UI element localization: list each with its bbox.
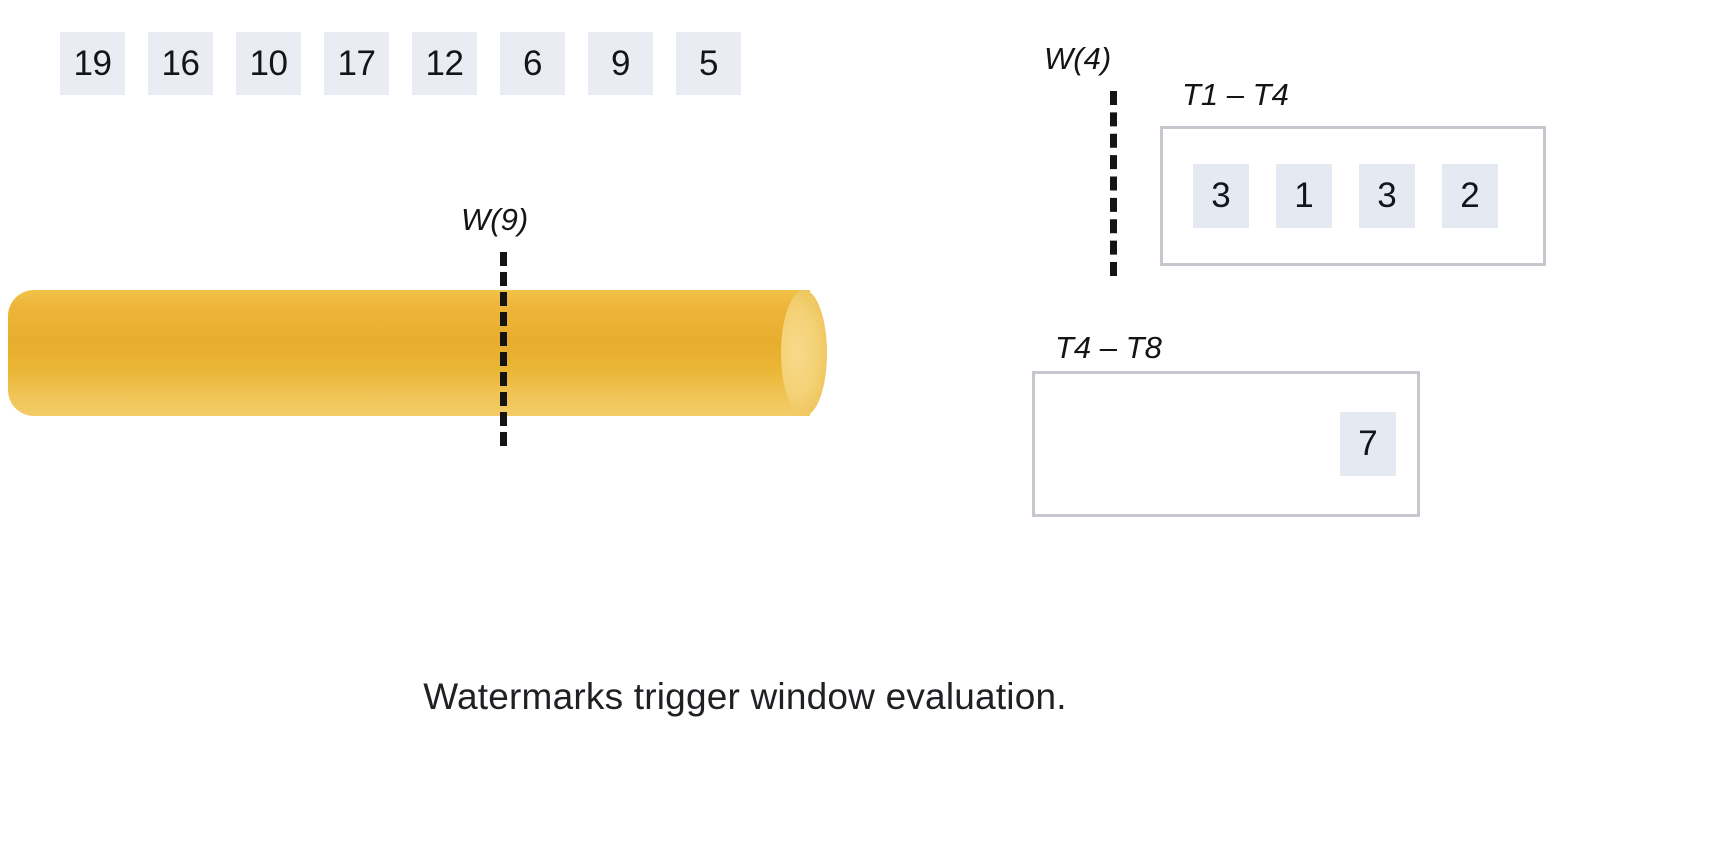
event-stream-pipe bbox=[8, 290, 827, 416]
stream-event-cell: 19 bbox=[60, 32, 125, 95]
diagram-caption: Watermarks trigger window evaluation. bbox=[423, 676, 1067, 717]
stream-event-cell: 17 bbox=[324, 32, 389, 95]
watermark-dashed-line-w9 bbox=[500, 252, 507, 446]
window-values-t4-t8: 7 bbox=[1340, 412, 1396, 476]
pipe-end-cap bbox=[781, 290, 827, 416]
window-label-t4-t8: T4 – T8 bbox=[1055, 330, 1162, 365]
stream-event-cell: 9 bbox=[588, 32, 653, 95]
stream-event-cell: 16 bbox=[148, 32, 213, 95]
watermark-dashed-line-w4 bbox=[1110, 91, 1117, 276]
window-label-t1-t4: T1 – T4 bbox=[1182, 77, 1289, 112]
window-value-cell: 7 bbox=[1340, 412, 1396, 476]
watermark-label-w4: W(4) bbox=[1044, 41, 1112, 76]
pipe-body bbox=[8, 290, 810, 416]
window-value-cell: 3 bbox=[1193, 164, 1249, 228]
window-values-t1-t4: 3 1 3 2 bbox=[1193, 164, 1498, 228]
stream-event-cell: 6 bbox=[500, 32, 565, 95]
stream-event-cell: 10 bbox=[236, 32, 301, 95]
stream-event-cell: 12 bbox=[412, 32, 477, 95]
window-value-cell: 3 bbox=[1359, 164, 1415, 228]
window-value-cell: 2 bbox=[1442, 164, 1498, 228]
watermark-label-w9: W(9) bbox=[461, 202, 529, 237]
stream-event-cell: 5 bbox=[676, 32, 741, 95]
window-value-cell: 1 bbox=[1276, 164, 1332, 228]
stream-event-list: 19 16 10 17 12 6 9 5 bbox=[60, 32, 741, 95]
